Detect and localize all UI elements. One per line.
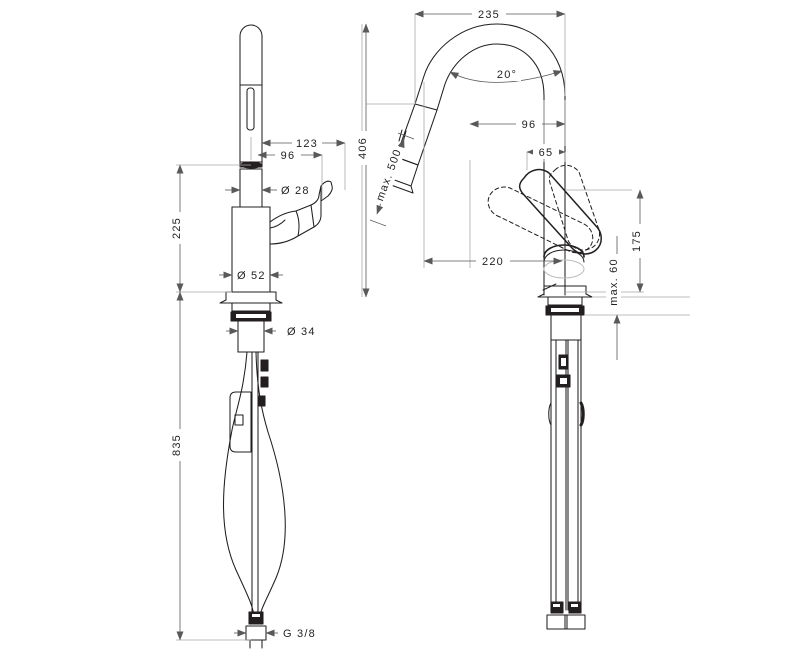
dim-label-max60: max. 60: [608, 258, 620, 306]
dim-label-123: 123: [296, 138, 318, 150]
left-view-pullout-hose: [223, 351, 286, 619]
dim-label-g38: G 3/8: [283, 628, 316, 640]
left-view-supply-connector: [245, 611, 267, 649]
right-view-supply-hoses: [546, 314, 586, 630]
left-view-lever-handle: [269, 180, 333, 245]
right-view-handle-hub: [543, 244, 585, 279]
dim-label-96-right: 96: [522, 119, 537, 131]
dim-label-dia28: Ø 28: [281, 185, 310, 197]
left-view-extension-lines: [176, 137, 346, 641]
left-view-hose-weight: [229, 391, 252, 453]
right-view-lever-handle: [518, 168, 602, 255]
dim-label-225: 225: [171, 217, 183, 239]
left-view-hose-fittings: [258, 359, 269, 407]
right-view-mounting-nut: [545, 305, 585, 316]
right-view-handle-swing-range: [487, 164, 601, 254]
dim-right-angle20: [449, 70, 563, 83]
left-view-deck-flange: [219, 291, 283, 312]
left-view-mounting-nut: [230, 311, 272, 322]
dim-label-65: 65: [539, 147, 554, 159]
dim-label-dia34: Ø 34: [287, 326, 316, 338]
dim-label-835: 835: [171, 434, 183, 456]
dim-label-dia52: Ø 52: [237, 270, 266, 282]
dim-label-angle20: 20°: [497, 69, 517, 81]
dim-label-406: 406: [357, 137, 369, 159]
left-view-shank: [237, 320, 265, 353]
dim-label-220: 220: [482, 256, 504, 268]
dim-label-235: 235: [478, 9, 500, 21]
dim-label-175: 175: [631, 230, 643, 252]
right-view-extension-lines: [361, 14, 690, 316]
dim-label-96-left: 96: [281, 150, 296, 162]
